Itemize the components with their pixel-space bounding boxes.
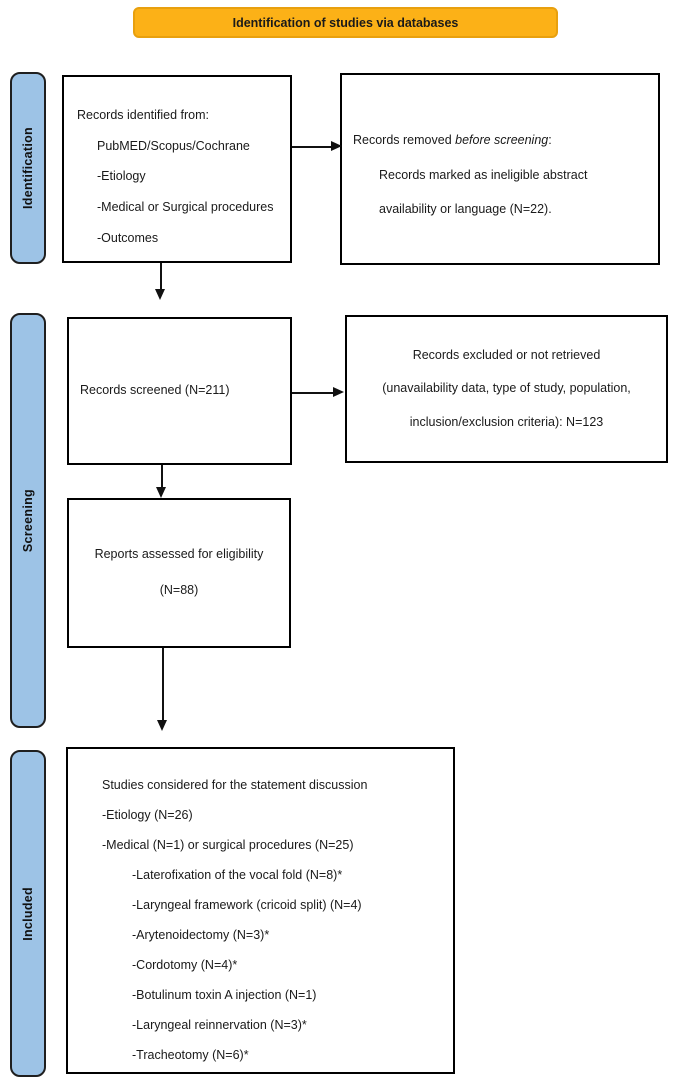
box-records-excluded: Records excluded or not retrieved (unava…	[345, 315, 668, 463]
stage-label-included: Included	[21, 886, 35, 941]
records-excluded-line: (unavailability data, type of study, pop…	[382, 381, 631, 396]
records-excluded-line: inclusion/exclusion criteria): N=123	[409, 414, 604, 429]
studies-considered-line: -Laryngeal reinnervation (N=3)*	[132, 1018, 307, 1033]
arrow-line	[162, 648, 164, 721]
stage-label-screening: Screening	[21, 488, 35, 553]
studies-considered-line: -Etiology (N=26)	[102, 808, 193, 823]
records-screened-label: Records screened (N=211)	[80, 383, 230, 398]
studies-considered-line: -Medical (N=1) or surgical procedures (N…	[102, 838, 354, 853]
records-identified-title: Records identified from:	[77, 108, 210, 122]
studies-considered-line: -Laryngeal framework (cricoid split) (N=…	[132, 898, 362, 913]
reports-assessed-line: Reports assessed for eligibility	[94, 547, 264, 562]
arrow-down-icon	[156, 487, 166, 498]
records-identified-item: -Etiology	[97, 169, 146, 184]
stage-bar-identification: Identification	[10, 72, 46, 264]
box-records-screened: Records screened (N=211)	[67, 317, 292, 465]
studies-considered-line: Studies considered for the statement dis…	[102, 778, 368, 793]
studies-considered-line: -Tracheotomy (N=6)*	[132, 1048, 249, 1063]
reports-assessed-line: (N=88)	[159, 583, 199, 597]
stage-bar-screening: Screening	[10, 313, 46, 728]
arrow-line	[292, 392, 335, 394]
banner-identification-via-databases: Identification of studies via databases	[133, 7, 558, 38]
stage-label-identification: Identification	[21, 127, 35, 209]
records-removed-title-italic: before screening	[455, 133, 549, 147]
arrow-line	[160, 263, 162, 290]
box-reports-assessed: Reports assessed for eligibility (N=88)	[67, 498, 291, 648]
studies-considered-line: -Botulinum toxin A injection (N=1)	[132, 988, 317, 1003]
box-studies-considered: Studies considered for the statement dis…	[66, 747, 455, 1074]
arrow-down-icon	[155, 289, 165, 300]
records-identified-item: PubMED/Scopus/Cochrane	[97, 138, 250, 153]
arrow-down-icon	[157, 720, 167, 731]
arrow-line	[161, 465, 163, 488]
records-excluded-line: Records excluded or not retrieved	[412, 347, 601, 362]
records-identified-item: -Medical or Surgical procedures	[97, 199, 274, 214]
box-records-removed: Records removed before screening: Record…	[340, 73, 660, 265]
records-removed-item: Records marked as ineligible abstract	[379, 167, 588, 182]
records-identified-item: -Outcomes	[97, 230, 159, 245]
records-removed-title-prefix: Records removed	[353, 133, 456, 147]
stage-bar-included: Included	[10, 750, 46, 1077]
records-removed-title: Records removed before screening:	[353, 133, 650, 149]
studies-considered-line: -Cordotomy (N=4)*	[132, 958, 238, 973]
arrow-right-icon	[331, 141, 342, 151]
arrow-right-icon	[333, 387, 344, 397]
records-removed-item: availability or language (N=22).	[379, 202, 552, 217]
banner-label: Identification of studies via databases	[232, 15, 459, 30]
box-records-identified: Records identified from: PubMED/Scopus/C…	[62, 75, 292, 263]
studies-considered-line: -Arytenoidectomy (N=3)*	[132, 928, 270, 943]
records-removed-title-suffix: :	[548, 133, 552, 147]
arrow-line	[292, 146, 333, 148]
studies-considered-line: -Laterofixation of the vocal fold (N=8)*	[132, 868, 343, 883]
